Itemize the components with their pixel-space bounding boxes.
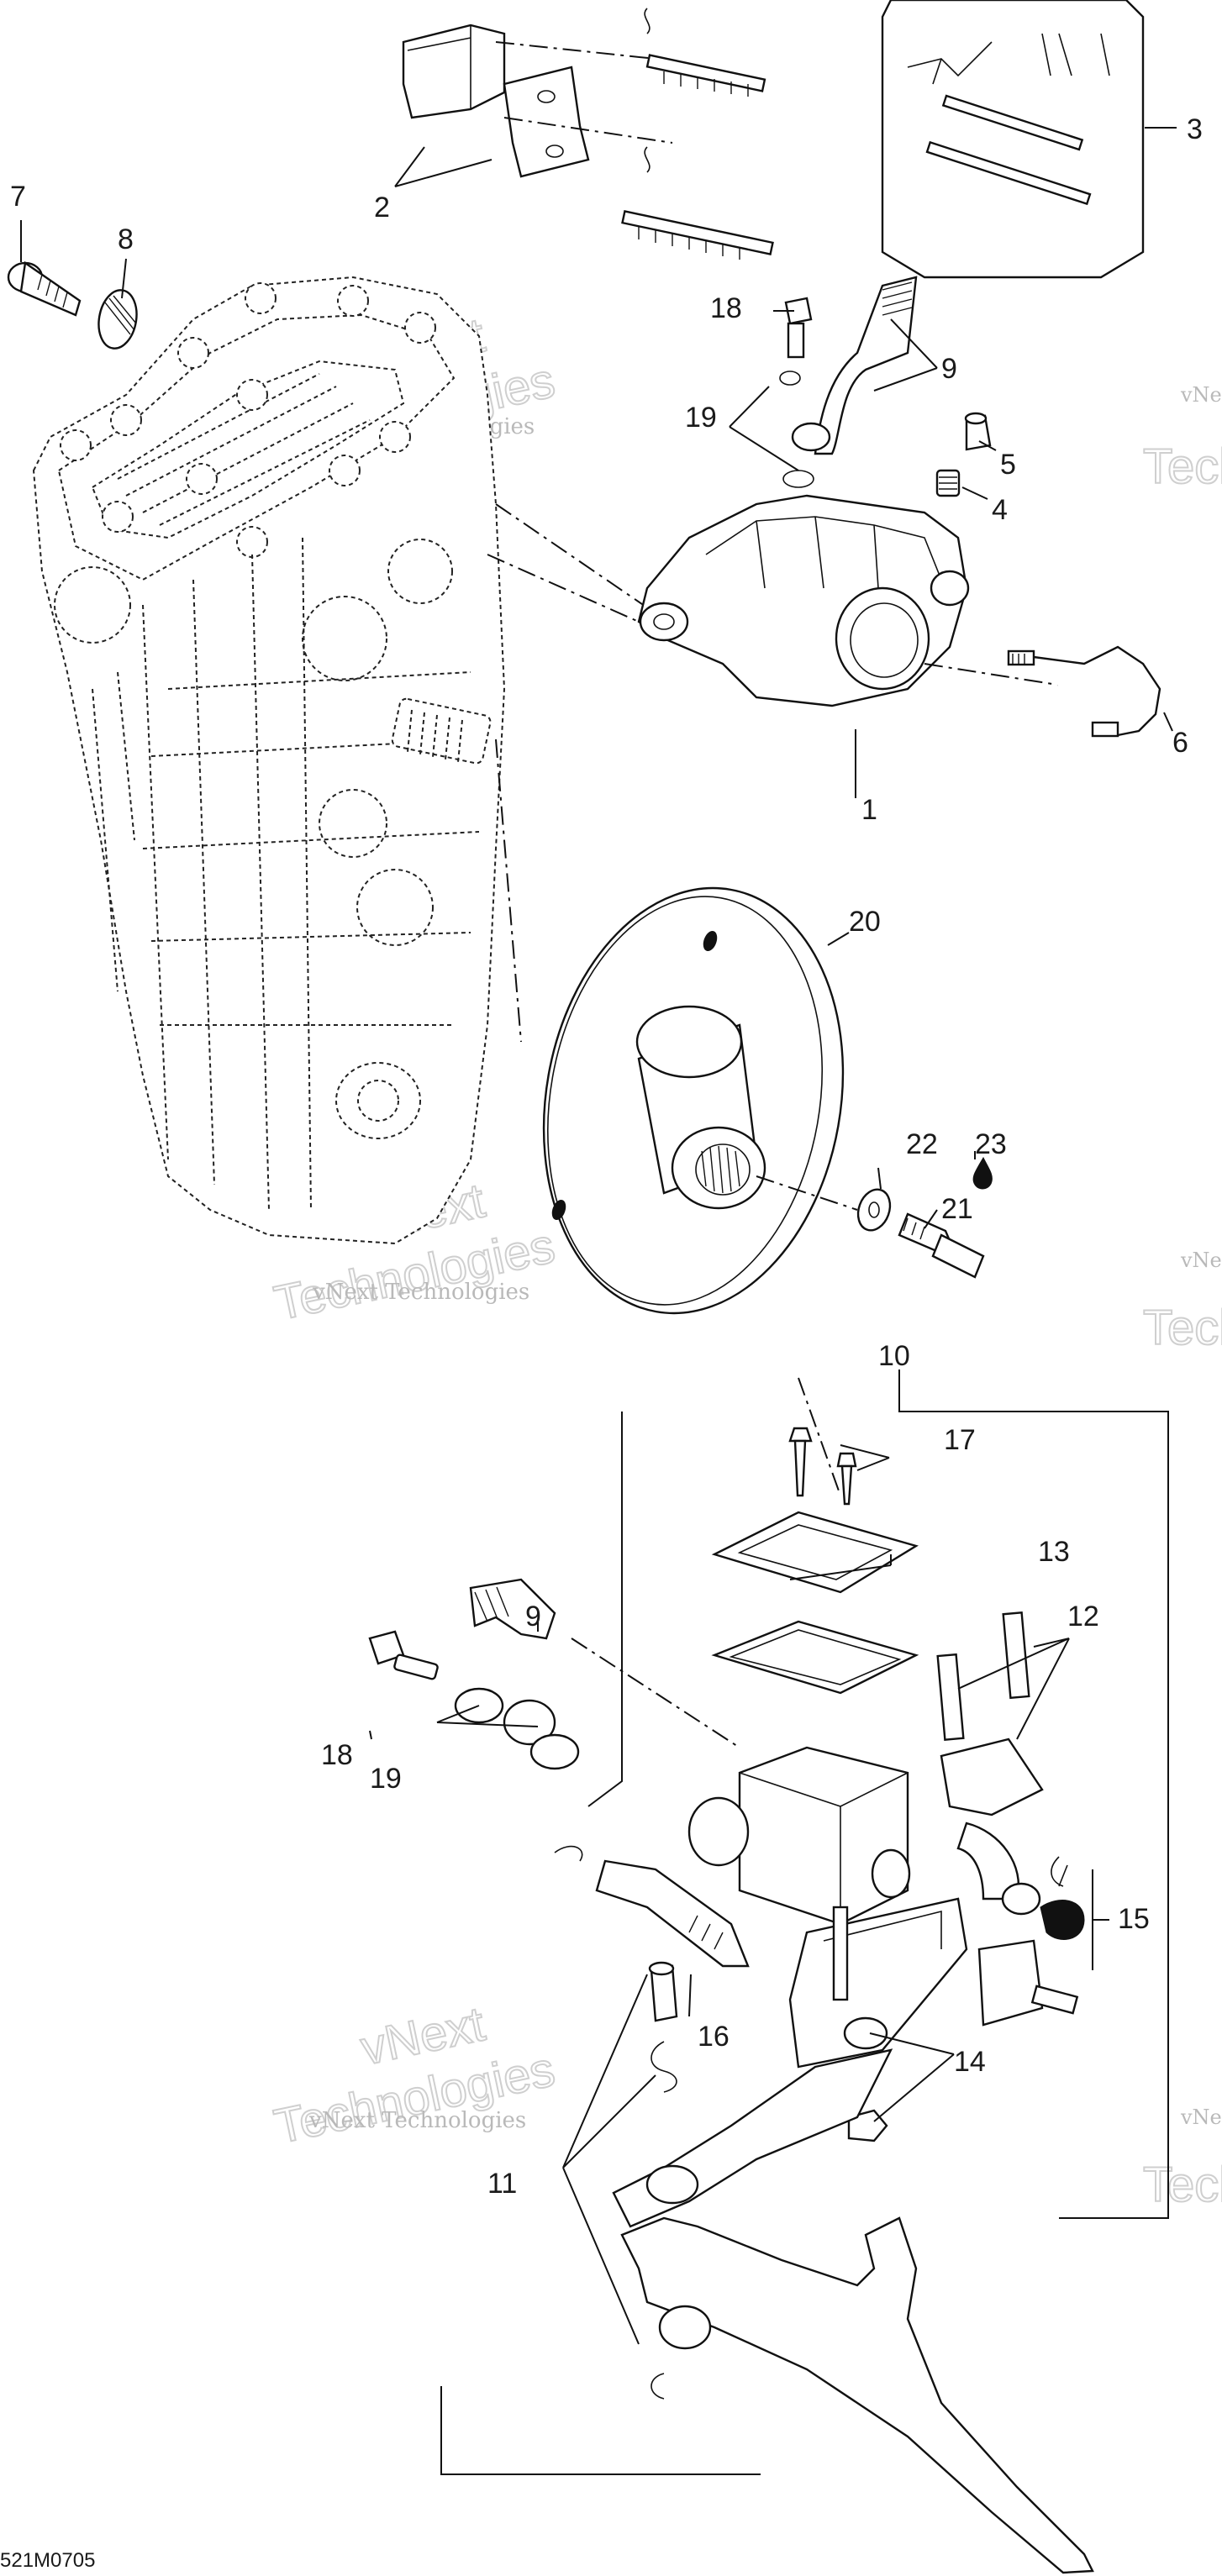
master-cylinder-frame [440,1369,1169,2475]
callout-18-lower: 18 [321,1739,353,1771]
callout-14: 14 [954,2046,986,2078]
lower-brake-line [368,1377,841,1770]
callout-12: 12 [1067,1601,1099,1632]
leader-lines [20,127,1177,2345]
watermark-caption: vNext Technologies [312,1280,529,1305]
callout-labels: 2 3 1 4 5 6 7 8 9 18 19 20 22 23 21 10 1… [0,113,1203,2572]
caliper-brake-line [1007,645,1161,738]
cover-bolts [60,282,436,558]
callout-9: 9 [941,353,957,385]
callout-19-lower: 19 [370,1763,402,1795]
watermark-edge: vNext [1180,383,1222,407]
callout-15: 15 [1118,1903,1150,1935]
callout-2: 2 [374,192,390,223]
callout-5: 5 [1000,449,1016,481]
callout-20: 20 [849,906,881,938]
callout-10: 10 [878,1340,910,1372]
upper-brake-line [779,276,918,488]
callout-22: 22 [906,1128,938,1160]
figure-code: 521M0705 [0,2549,95,2572]
callout-8: 8 [118,223,134,255]
callout-21: 21 [941,1193,973,1225]
callout-17: 17 [944,1424,976,1456]
callout-11: 11 [487,2168,517,2200]
watermark-edge-big: Technologies [1143,1301,1222,1355]
callout-1: 1 [861,794,877,826]
callout-3: 3 [1187,113,1203,145]
callout-23: 23 [975,1128,1007,1160]
watermark-caption: vNext Technologies [308,2108,526,2133]
bleeder [935,412,992,497]
watermark-edge-big: Technologies [1143,2158,1222,2212]
gearbox-housing-outline [32,276,506,1245]
pin-kit [881,0,1145,279]
callout-7: 7 [10,181,26,213]
watermark-edge-big: Technologies [1143,439,1222,494]
callout-16: 16 [698,2021,730,2053]
callout-4: 4 [992,494,1008,526]
watermark-edge: vNext [1180,2105,1222,2129]
mount-bolt [7,260,138,350]
caliper [487,494,1085,707]
brake-pads [402,8,774,260]
callout-6: 6 [1172,727,1188,759]
callout-18: 18 [710,292,742,324]
brake-disc [495,503,858,1315]
callout-19: 19 [685,402,717,434]
callout-13: 13 [1038,1536,1070,1568]
disc-fasteners [856,1156,993,1279]
watermark-edge: vNext [1180,1249,1222,1272]
master-cylinder [554,1427,1094,2574]
callout-9-lower: 9 [525,1601,541,1632]
